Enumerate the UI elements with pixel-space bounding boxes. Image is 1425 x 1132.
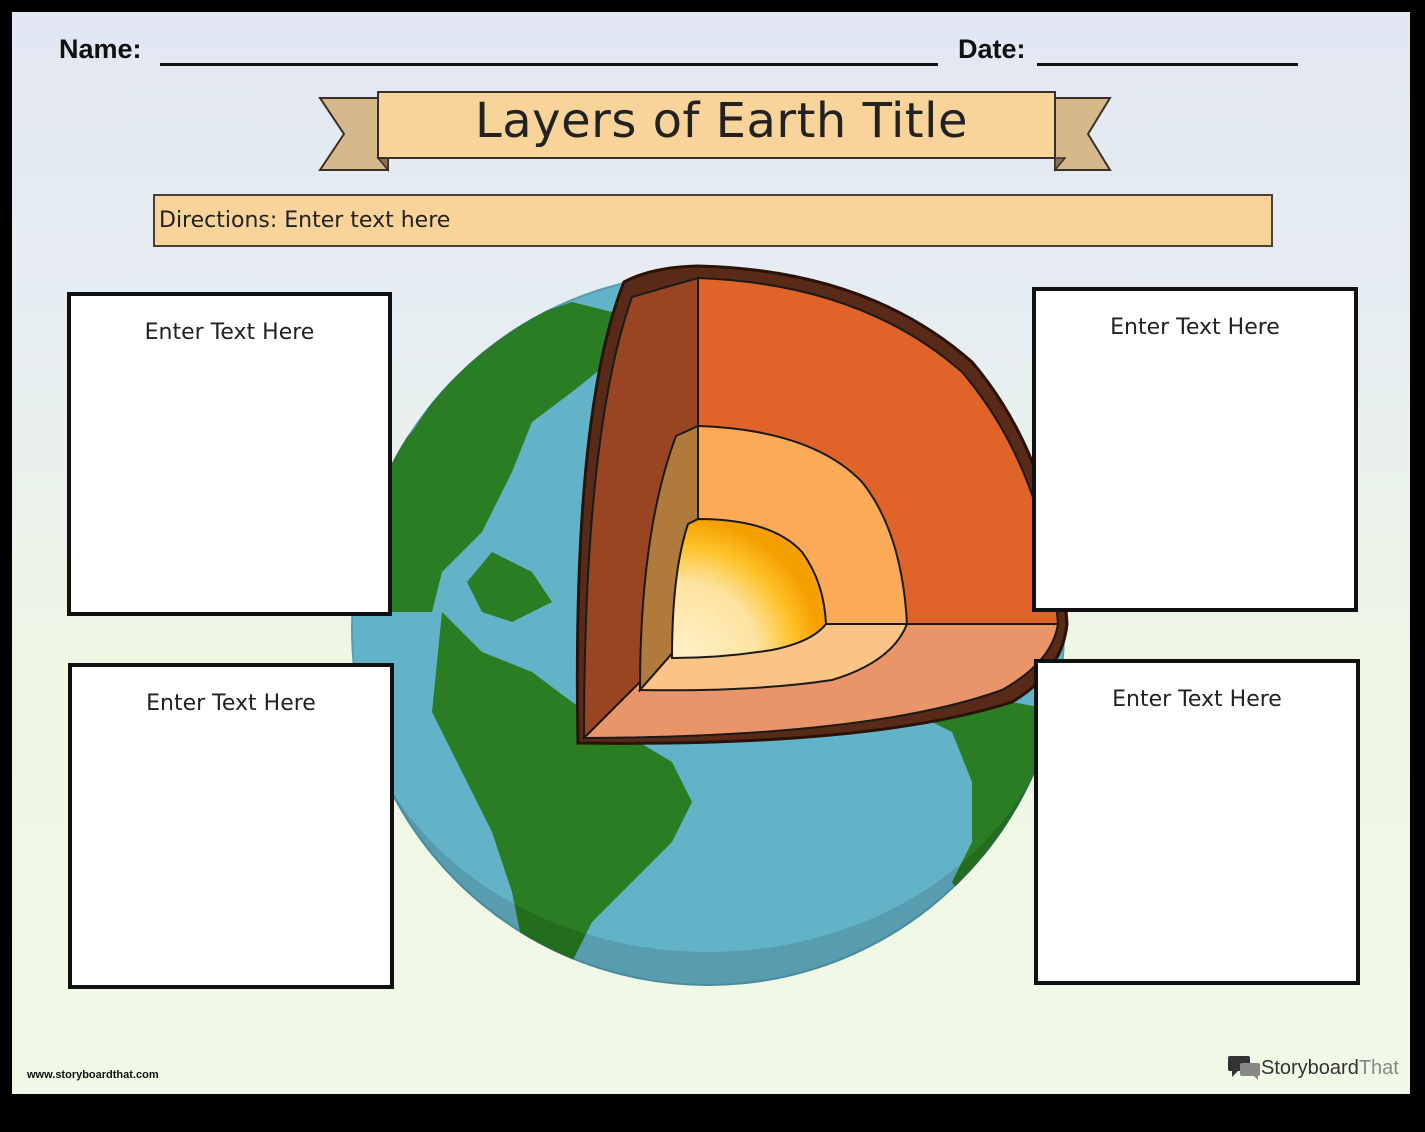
text-box-label[interactable]: Enter Text Here bbox=[1110, 315, 1280, 340]
text-box-bottom-left[interactable]: Enter Text Here bbox=[68, 663, 394, 989]
brand-part1: Storyboard bbox=[1261, 1056, 1359, 1079]
date-label: Date: bbox=[958, 34, 1026, 64]
speech-bubble-icon bbox=[1228, 1056, 1260, 1080]
banner-body bbox=[377, 91, 1056, 159]
title-banner bbox=[318, 91, 1112, 173]
banner-right-fold bbox=[1054, 157, 1067, 173]
text-box-label[interactable]: Enter Text Here bbox=[144, 320, 315, 345]
worksheet: Name: Date: Layers of Earth Title Direct… bbox=[12, 12, 1410, 1094]
earth-cutaway-illustration bbox=[351, 264, 1069, 986]
name-line bbox=[160, 63, 938, 66]
south-america-shape bbox=[432, 612, 692, 972]
text-box-label[interactable]: Enter Text Here bbox=[146, 691, 316, 716]
text-box-bottom-right[interactable]: Enter Text Here bbox=[1034, 659, 1360, 985]
text-box-label[interactable]: Enter Text Here bbox=[1112, 687, 1282, 712]
text-box-top-right[interactable]: Enter Text Here bbox=[1032, 287, 1358, 612]
directions-field[interactable]: Directions: Enter text here bbox=[153, 194, 1273, 247]
text-box-top-left[interactable]: Enter Text Here bbox=[67, 292, 392, 616]
inner-core bbox=[670, 517, 828, 660]
brand-part2: That bbox=[1358, 1056, 1399, 1079]
central-america-shape bbox=[467, 552, 552, 622]
page-title[interactable]: Layers of Earth Title bbox=[475, 93, 968, 149]
north-america-shape bbox=[362, 302, 622, 612]
date-line bbox=[1037, 63, 1298, 66]
name-label: Name: bbox=[59, 34, 142, 64]
footer-url: www.storyboardthat.com bbox=[27, 1069, 159, 1081]
banner-left-tail bbox=[318, 97, 389, 171]
